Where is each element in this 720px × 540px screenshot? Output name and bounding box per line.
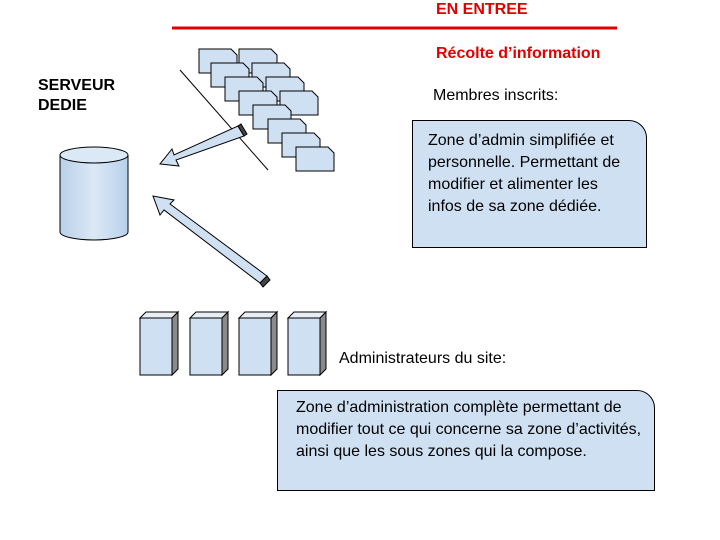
server-label: SERVEUR DEDIE: [38, 77, 116, 114]
document-stack-icon: [198, 48, 335, 172]
member-zone-description-box: Zone d’admin simplifiée et personnelle. …: [412, 120, 647, 248]
title-en-entree: EN ENTREE: [436, 1, 528, 18]
admin-zone-description: Zone d’administration complète permettan…: [296, 399, 642, 460]
database-cylinder-icon: [59, 146, 129, 241]
admin-zone-description-box: Zone d’administration complète permettan…: [277, 390, 655, 491]
server-tower-1-icon: [138, 310, 180, 377]
members-label: Membres inscrits:: [433, 87, 559, 104]
server-tower-2-icon: [188, 310, 230, 377]
document-icon: [295, 146, 335, 172]
arrow-members-to-server: [159, 123, 248, 167]
title-recolte-information: Récolte d’information: [436, 45, 601, 62]
arrow-admins-to-server: [152, 195, 271, 288]
member-zone-description: Zone d’admin simplifiée et personnelle. …: [428, 132, 621, 215]
server-tower-3-icon: [237, 310, 279, 377]
separator-line: [179, 69, 269, 171]
server-tower-4-icon: [286, 310, 328, 377]
admins-label: Administrateurs du site:: [339, 350, 507, 367]
